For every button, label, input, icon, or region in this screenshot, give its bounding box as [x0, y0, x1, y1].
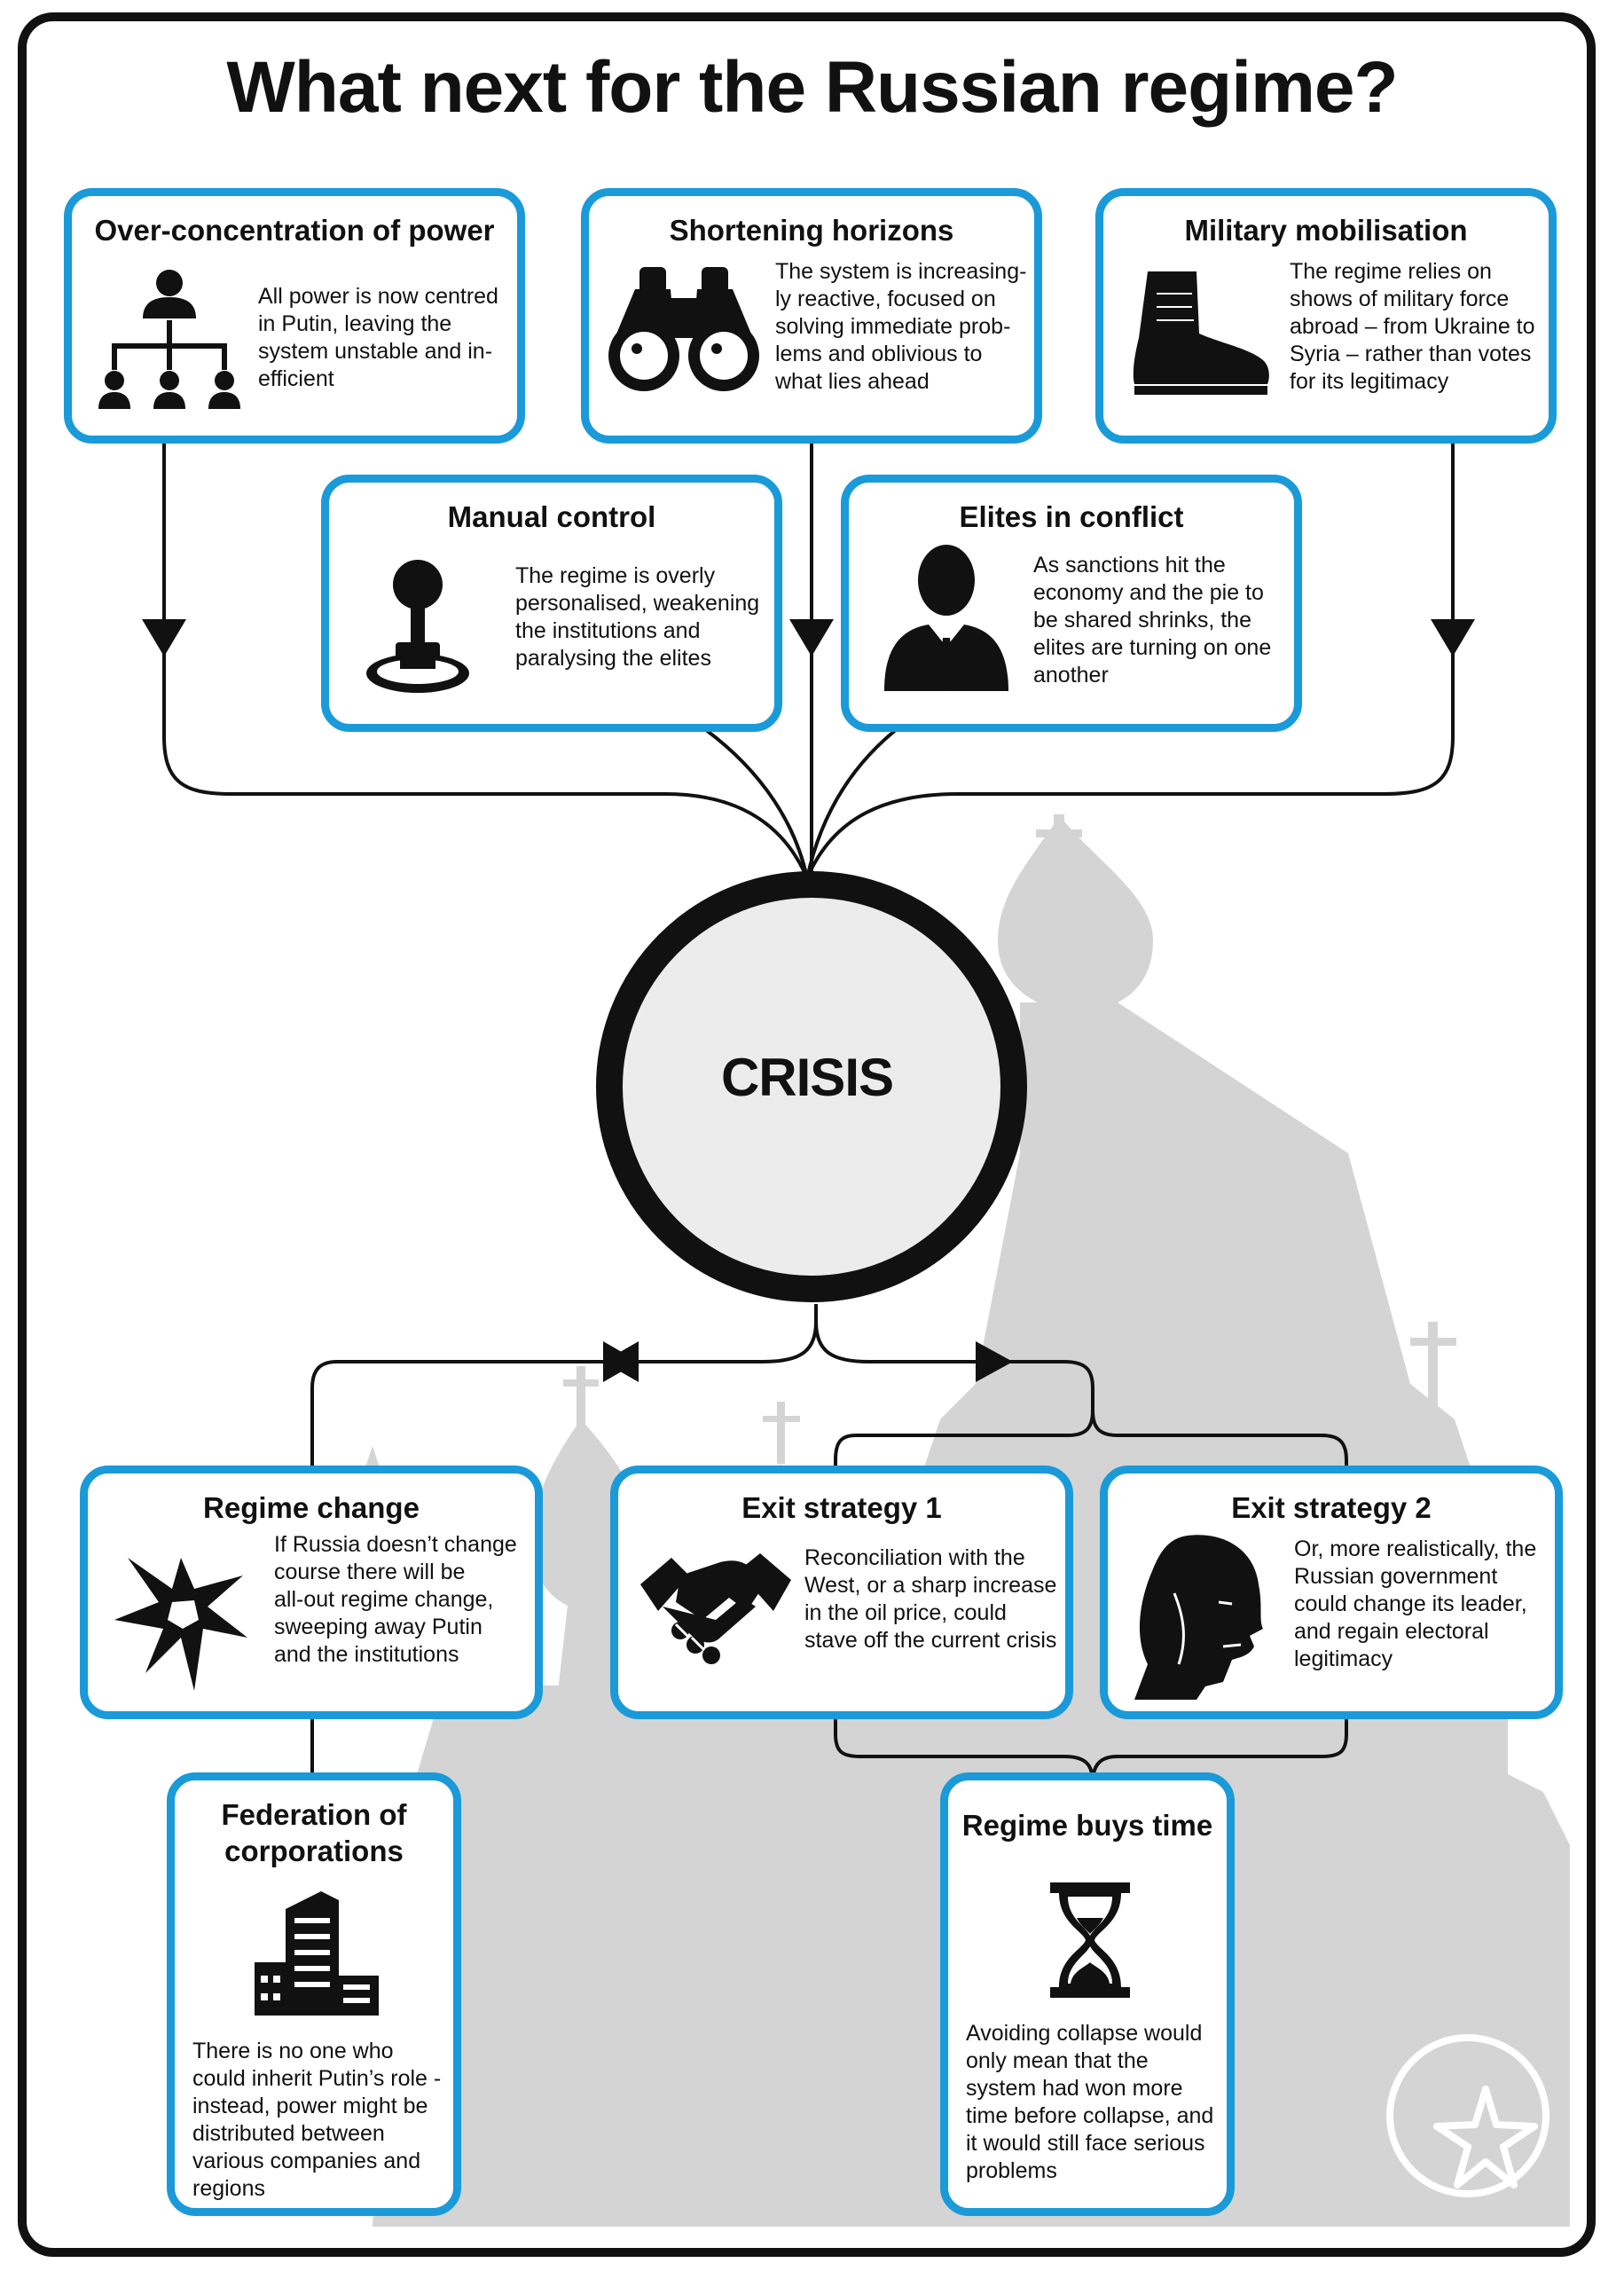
outcome-box-exit-strategy-1: Exit strategy 1 Reconciliation with the …	[610, 1466, 1073, 1719]
box-text: Avoiding collapse would only mean that t…	[966, 2021, 1214, 2183]
box-title: Federation of corporations	[221, 1798, 407, 1868]
box-title: Military mobilisation	[1184, 214, 1468, 247]
box-title: Regime change	[203, 1491, 420, 1524]
cause-box-manual-control: Manual control The regime is overly pers…	[321, 475, 782, 732]
box-text: If Russia doesn’t change course there wi…	[274, 1532, 517, 1667]
box-text: Reconciliation with the West, or a sharp…	[804, 1545, 1057, 1653]
box-text: Or, more realistically, the Russian gove…	[1294, 1536, 1537, 1671]
cause-box-shortening-horizons: Shortening horizons The system is increa…	[581, 188, 1042, 444]
cause-box-military-mobilisation: Military mobilisation The regime relies …	[1095, 188, 1557, 444]
box-title: Shortening horizons	[669, 214, 954, 247]
outcome-box-federation-of-corporations: Federation of corporations There is no o…	[167, 1772, 461, 2216]
box-title: Exit strategy 1	[741, 1491, 942, 1524]
crisis-label: CRISIS	[720, 1048, 894, 1107]
building-icon	[255, 1891, 379, 2016]
page-frame	[18, 12, 1596, 2257]
box-title: Exit strategy 2	[1231, 1491, 1432, 1524]
outcome-box-regime-change: Regime change If Russia doesn’t change c…	[80, 1466, 543, 1719]
box-text: The regime relies on shows of military f…	[1290, 259, 1535, 394]
shatter-icon	[114, 1558, 247, 1691]
cause-box-elites-in-conflict: Elites in conflict As sanctions hit the …	[841, 475, 1302, 732]
star-logo-icon	[1386, 2034, 1549, 2197]
box-title: Regime buys time	[961, 1809, 1213, 1842]
box-title: Over-concentration of power	[94, 214, 495, 247]
box-text: As sanctions hit the economy and the pie…	[1033, 553, 1272, 688]
box-title: Manual control	[447, 500, 656, 533]
cause-box-over-concentration: Over-concentration of power All power is…	[64, 188, 525, 444]
box-text: All power is now centred in Putin, leavi…	[258, 284, 498, 391]
handshake-icon	[640, 1553, 791, 1664]
outcome-box-exit-strategy-2: Exit strategy 2 Or, more realistically, …	[1100, 1466, 1563, 1719]
box-title: Elites in conflict	[959, 500, 1184, 533]
businessman-icon	[884, 545, 1008, 691]
binoculars-icon	[608, 267, 759, 391]
org-chart-icon	[98, 270, 240, 409]
box-text: The regime is overly personalised, weake…	[515, 563, 760, 671]
joystick-icon	[366, 560, 469, 693]
crisis-circle	[596, 871, 1027, 1302]
boot-icon	[1133, 271, 1269, 395]
leader-profile-icon	[1134, 1535, 1263, 1700]
box-text: The system is increasing- ly reactive, f…	[775, 259, 1027, 394]
hourglass-icon	[1050, 1882, 1130, 1998]
outcome-box-regime-buys-time: Regime buys time Avoiding collapse would…	[940, 1772, 1235, 2216]
page-title: What next for the Russian regime?	[226, 47, 1398, 128]
box-text: There is no one who could inherit Putin’…	[192, 2039, 442, 2201]
